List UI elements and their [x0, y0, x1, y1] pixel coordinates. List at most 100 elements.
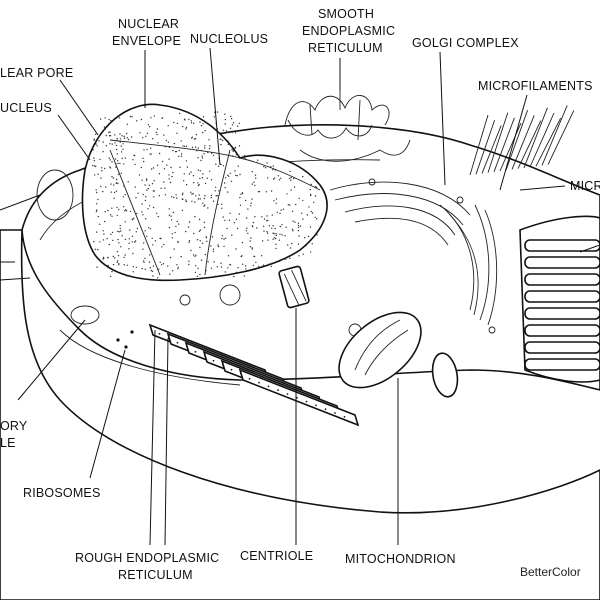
nucleus-stipple	[113, 191, 116, 194]
label-nuclear-envelope-2: ENVELOPE	[112, 34, 181, 48]
nucleus-stipple	[227, 140, 229, 142]
nucleus-stipple	[155, 131, 157, 133]
nucleus-stipple	[215, 195, 217, 197]
microvillus	[524, 358, 600, 371]
leader-nucleus	[57, 114, 91, 161]
nucleus-stipple	[115, 166, 117, 168]
nucleus-stipple	[117, 260, 119, 262]
nucleus-stipple	[141, 267, 143, 270]
nucleus-stipple	[207, 207, 209, 209]
nucleus-stipple	[156, 128, 159, 130]
nucleus-stipple	[308, 206, 310, 208]
microfilament-hair	[547, 110, 575, 165]
nucleus-stipple	[139, 132, 141, 134]
nucleus-stipple	[142, 233, 145, 235]
nucleus-stipple	[142, 137, 144, 139]
nucleus-stipple	[102, 141, 104, 143]
nucleus-stipple	[301, 212, 303, 214]
microfilament-hair	[541, 105, 568, 166]
nucleus-stipple	[270, 265, 272, 268]
nucleus-stipple	[252, 264, 254, 267]
microfilament-hair	[523, 107, 548, 168]
nucleus-stipple	[202, 123, 204, 125]
nucleus-stipple	[94, 248, 97, 250]
nucleus-stipple	[166, 164, 168, 166]
nucleus-stipple	[230, 118, 233, 120]
nucleus-stipple	[298, 197, 300, 199]
nucleus-stipple	[199, 198, 201, 200]
nucleus-stipple	[273, 237, 276, 239]
nucleus-stipple	[279, 212, 281, 215]
nucleus-stipple	[119, 224, 121, 227]
label-microfilaments: MICROFILAMENTS	[478, 79, 593, 93]
nucleus-stipple	[228, 175, 230, 177]
nucleus-stipple	[274, 237, 277, 240]
nucleus-stipple	[245, 265, 247, 267]
nucleus-stipple	[284, 258, 287, 260]
nucleus-stipple	[249, 246, 252, 248]
nucleus-stipple	[293, 178, 295, 180]
nucleus-stipple	[123, 206, 125, 208]
nucleus-stipple	[239, 204, 242, 206]
nucleus-stipple	[214, 190, 216, 192]
nucleus-stipple	[97, 198, 99, 201]
nucleus-stipple	[110, 183, 112, 185]
nucleus-stipple	[136, 120, 138, 122]
nucleus-stipple	[188, 241, 190, 243]
nucleus-stipple	[274, 227, 276, 230]
nucleus-stipple	[171, 196, 173, 198]
label-smooth-er-3: RETICULUM	[308, 41, 383, 55]
nucleus-stipple	[128, 238, 130, 240]
nucleus-stipple	[216, 266, 218, 268]
nucleus-stipple	[302, 175, 304, 178]
nucleus-stipple	[164, 187, 166, 189]
nucleus-stipple	[94, 174, 96, 176]
nucleus-stipple	[256, 227, 258, 229]
nucleus-stipple	[128, 274, 130, 277]
nucleus-stipple	[124, 238, 127, 241]
nucleus-stipple	[120, 172, 123, 174]
nucleus-stipple	[229, 172, 231, 174]
nucleus-stipple	[241, 192, 244, 195]
nucleus-stipple	[188, 240, 191, 242]
nucleus-stipple	[114, 257, 116, 259]
nucleus-stipple	[117, 173, 120, 175]
nucleus-stipple	[95, 210, 98, 213]
nucleus-stipple	[273, 233, 275, 235]
nucleus-stipple	[157, 215, 159, 218]
nucleus-stipple	[272, 178, 275, 180]
nucleus-stipple	[247, 232, 249, 234]
label-nuclear-envelope-1: NUCLEAR	[118, 17, 179, 31]
nucleus-stipple	[235, 174, 237, 177]
nucleus-stipple	[236, 175, 238, 177]
nucleus-stipple	[226, 227, 228, 230]
nucleus-stipple	[104, 128, 107, 130]
nucleus-stipple	[201, 155, 203, 157]
nucleus-stipple	[194, 255, 196, 257]
nucleus-stipple	[183, 173, 185, 175]
nucleus-stipple	[217, 165, 220, 167]
nucleus-stipple	[294, 221, 296, 223]
nucleus-stipple	[129, 210, 132, 213]
nucleus-stipple	[271, 214, 273, 216]
nucleus-stipple	[145, 179, 148, 181]
label-mitochondrion: MITOCHONDRION	[345, 552, 456, 566]
nucleus-stipple	[143, 261, 145, 264]
nucleus-stipple	[237, 267, 239, 269]
microfilament-hair	[529, 112, 555, 168]
nucleus-stipple	[116, 261, 119, 263]
vesicles	[36, 169, 362, 337]
nucleus-stipple	[127, 138, 130, 141]
nucleus-stipple	[280, 177, 282, 179]
nucleus-stipple	[112, 263, 115, 266]
nucleus-stipple	[142, 248, 144, 250]
nucleus-stipple	[93, 138, 95, 140]
nucleus-stipple	[124, 221, 126, 223]
nucleus-stipple	[257, 159, 259, 161]
nucleus-stipple	[185, 128, 187, 130]
nucleus-stipple	[275, 202, 277, 204]
nucleus-stipple	[203, 221, 206, 223]
label-smooth-er-1: SMOOTH	[318, 7, 374, 21]
label-nuclear-pore: LEAR PORE	[0, 66, 73, 80]
nucleus-stipple	[159, 261, 161, 263]
